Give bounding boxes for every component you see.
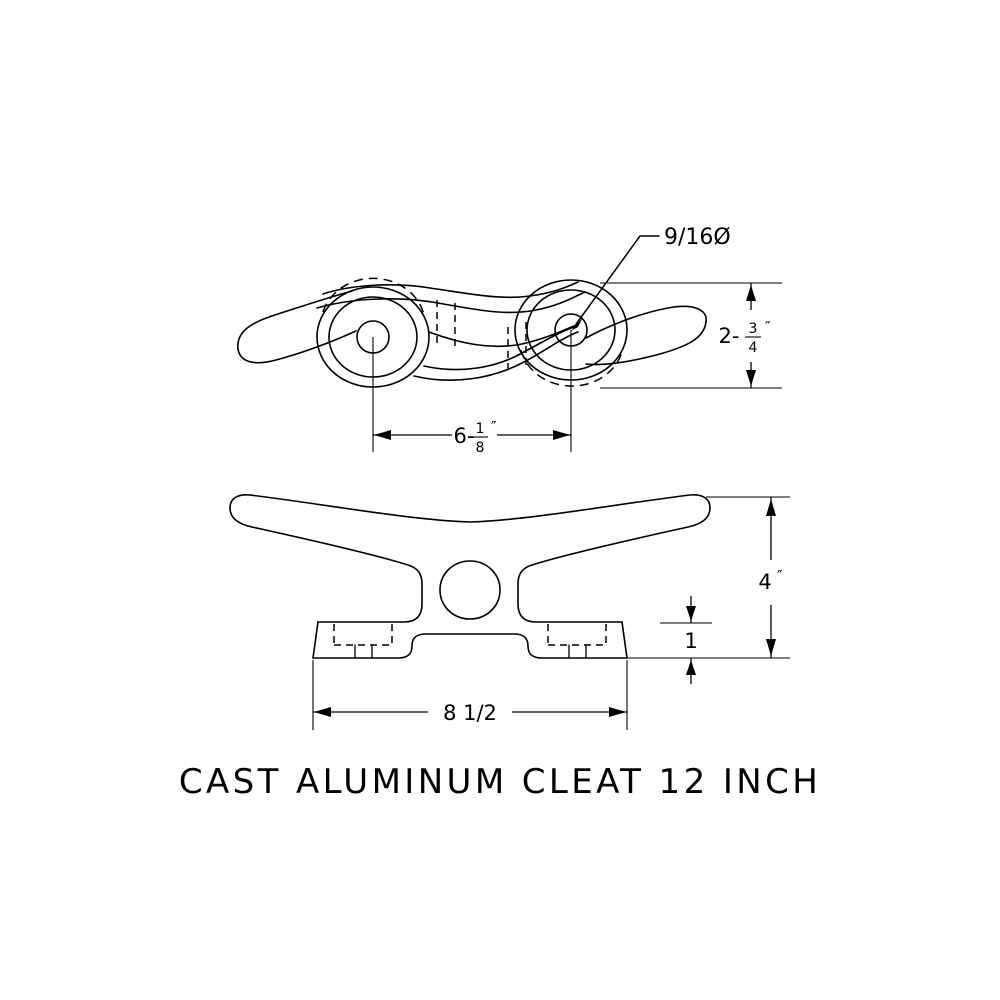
horn-bar-underside-left xyxy=(229,507,423,585)
hole-spacing-dimension: 6- 1 8 ″ xyxy=(373,418,571,456)
body-width-label-whole: 2- xyxy=(719,324,740,348)
base-width-arrow-right xyxy=(609,707,626,717)
hole-diameter-arrowhead xyxy=(571,317,583,331)
base-width-dimension: 8 1/2 xyxy=(313,701,627,725)
left-horn-lower-edge xyxy=(237,330,357,364)
hole-diameter-label: 9/16Ø xyxy=(664,225,731,250)
hole-diameter-callout: 9/16Ø xyxy=(571,225,731,331)
body-width-dimension: 2- 3 4 ″ xyxy=(719,283,771,388)
overall-height-arrow-up xyxy=(766,499,776,516)
hole-spacing-label-unit: ″ xyxy=(491,418,497,436)
body-width-label-unit: ″ xyxy=(765,318,771,336)
right-horn-upper-edge xyxy=(585,305,707,339)
body-lower-inner-contour xyxy=(423,326,575,371)
base-bottom-profile xyxy=(312,633,628,659)
overall-height-dimension: 4 ″ xyxy=(758,497,783,658)
hole-spacing-arrow-left xyxy=(374,430,391,440)
body-width-label-numerator: 3 xyxy=(749,321,758,337)
overall-height-label-unit: ″ xyxy=(777,567,783,585)
base-thickness-label: 1 xyxy=(684,629,697,653)
horn-bar-underside-right xyxy=(517,507,711,585)
body-width-label-denominator: 4 xyxy=(749,340,758,356)
right-horn-lower-edge xyxy=(585,321,707,366)
base-left-taper-edge xyxy=(312,621,319,659)
left-horn-upper-edge xyxy=(237,290,353,350)
horn-bar-top-edge xyxy=(229,494,711,523)
overall-height-arrow-down xyxy=(766,639,776,656)
base-width-label: 8 1/2 xyxy=(443,701,497,725)
base-thickness-arrow-down xyxy=(686,606,696,621)
right-leg-outer-edge xyxy=(517,583,623,623)
overall-height-label: 4 xyxy=(758,570,771,594)
front-elevation-view xyxy=(229,494,790,730)
hole-spacing-label-numerator: 1 xyxy=(476,421,485,437)
center-oval-hole xyxy=(439,560,501,620)
body-width-arrow-up xyxy=(746,285,756,301)
base-width-arrow-left xyxy=(314,707,331,717)
hole-diameter-leader-line xyxy=(573,235,660,328)
left-leg-outer-edge xyxy=(317,583,423,623)
base-thickness-dimension: 1 xyxy=(684,596,698,684)
body-lower-contour xyxy=(413,331,579,381)
hole-spacing-arrow-right xyxy=(553,430,570,440)
body-upper-inner-contour xyxy=(316,291,586,314)
base-thickness-arrow-up xyxy=(686,660,696,675)
base-right-taper-edge xyxy=(621,621,628,659)
top-view xyxy=(237,277,782,452)
drawing-title: CAST ALUMINUM CLEAT 12 INCH xyxy=(179,762,821,802)
hole-spacing-label-denominator: 8 xyxy=(476,440,485,456)
body-width-arrow-down xyxy=(746,370,756,386)
hole-spacing-label-whole: 6- xyxy=(454,424,475,448)
body-upper-contour xyxy=(322,281,579,299)
